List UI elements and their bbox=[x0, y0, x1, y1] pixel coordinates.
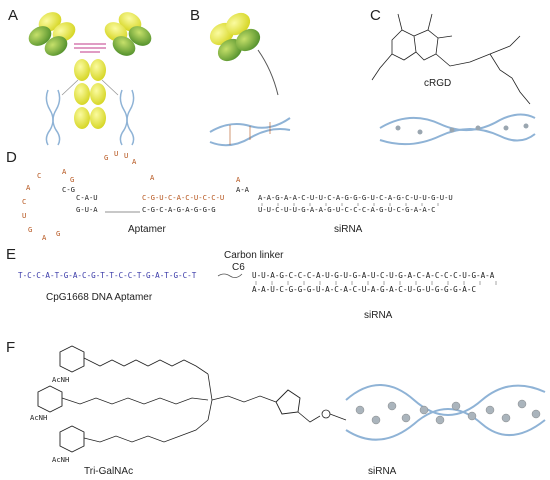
acnh-label-1: AcNH bbox=[52, 375, 69, 384]
aptamer-stem-bottom: C-G-C-A-G-A-G-G-G bbox=[142, 205, 216, 214]
cpg-aptamer-label: CpG1668 DNA Aptamer bbox=[46, 292, 153, 303]
svg-text:U: U bbox=[22, 211, 26, 220]
crgd-label: cRGD bbox=[424, 78, 451, 89]
sirna-e-top-strand: U-U-A-G-C-C-C-A-U-G-U-G-A-U-C-U-G-A-C-A-… bbox=[252, 271, 495, 280]
panel-label-a: A bbox=[8, 7, 18, 24]
c6-label: C6 bbox=[232, 262, 245, 273]
cpg-dna-strand: T-C-C-A-T-G-A-C-G-T-T-C-C-T-G-A-T-G-C-T bbox=[18, 271, 197, 280]
svg-text:A: A bbox=[236, 175, 241, 184]
sirna-helix-f: siRNA bbox=[345, 384, 546, 477]
antibody-illustration bbox=[28, 12, 152, 146]
panel-label-c: C bbox=[370, 7, 381, 24]
svg-text:C-A-U: C-A-U bbox=[76, 193, 98, 202]
panel-label-b: B bbox=[190, 7, 200, 24]
cpg-aptamer-sirna-structure: Carbon linker T-C-C-A-T-G-A-C-G-T-T-C-C-… bbox=[18, 250, 497, 321]
carbon-linker-label: Carbon linker bbox=[224, 250, 284, 261]
svg-text:G: G bbox=[70, 175, 74, 184]
fab-sirna-illustration bbox=[209, 12, 291, 147]
aptamer-sirna-structure: CAC UGA G A G G U U A A A C-G C-A-U G-U-… bbox=[22, 149, 453, 242]
svg-text:A: A bbox=[150, 173, 155, 182]
crgd-conjugate-illustration: cRGD bbox=[371, 13, 536, 146]
sirna-d-label: siRNA bbox=[334, 224, 363, 235]
svg-text:A: A bbox=[62, 167, 67, 176]
panel-label-f: F bbox=[6, 339, 15, 356]
svg-text:G-U-A: G-U-A bbox=[76, 205, 98, 214]
tri-galnac-structure: AcNH AcNH AcNH Tri-GalNAc bbox=[30, 345, 347, 477]
aptamer-label: Aptamer bbox=[128, 224, 166, 235]
svg-text:C-G: C-G bbox=[62, 185, 75, 194]
acnh-label-2: AcNH bbox=[30, 413, 47, 422]
sirna-f-label: siRNA bbox=[368, 466, 397, 477]
sirna-e-label: siRNA bbox=[364, 310, 393, 321]
svg-text:A: A bbox=[132, 157, 137, 166]
aptamer-stem-top: C-G-U-C-A-C-U-C-C-U bbox=[142, 193, 224, 202]
svg-text:U: U bbox=[124, 151, 128, 160]
panel-label-e: E bbox=[6, 246, 16, 263]
svg-text:U: U bbox=[114, 149, 118, 158]
sirna-d-bottom-strand: U-U-C-U-U-G-A-A-G-U-C-C-C-A-G-U-C-G-A-A-… bbox=[258, 205, 435, 214]
svg-text:G: G bbox=[104, 153, 108, 162]
svg-text:A: A bbox=[26, 183, 31, 192]
svg-text:G: G bbox=[28, 225, 32, 234]
tri-galnac-label: Tri-GalNAc bbox=[84, 466, 133, 477]
sirna-e-bottom-strand: A-A-U-C-G-G-G-U-A-C-A-C-U-A-G-A-C-U-G-U-… bbox=[252, 285, 476, 294]
acnh-label-3: AcNH bbox=[52, 455, 69, 464]
svg-text:C: C bbox=[37, 171, 41, 180]
svg-text:G: G bbox=[56, 229, 60, 238]
sirna-d-top-strand: A-A-G-A-A-C-U-U-C-A-G-G-G-U-C-A-G-C-U-U-… bbox=[258, 193, 453, 202]
svg-text:A-A: A-A bbox=[236, 185, 250, 194]
panel-label-d: D bbox=[6, 149, 17, 166]
svg-text:C: C bbox=[22, 197, 26, 206]
svg-text:A: A bbox=[42, 233, 47, 242]
